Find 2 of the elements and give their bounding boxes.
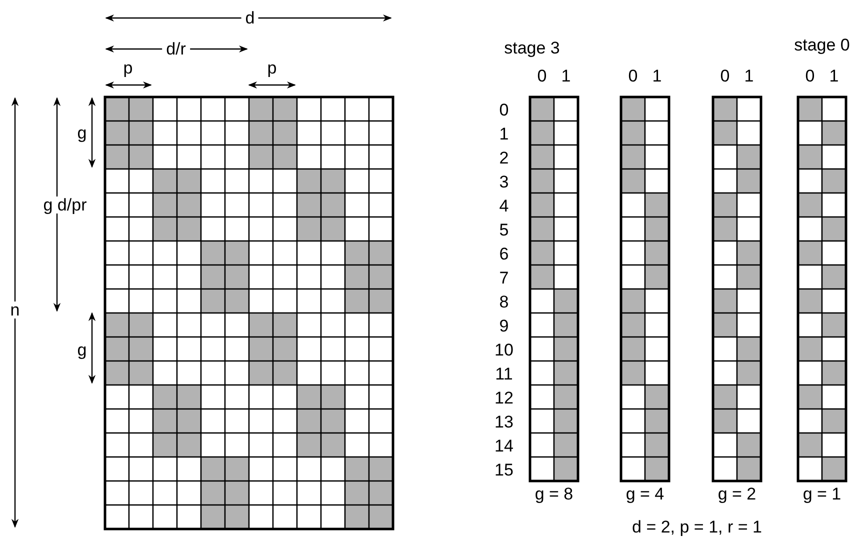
dimension-label: d xyxy=(241,10,259,26)
dimension-label: d/r xyxy=(162,40,190,58)
